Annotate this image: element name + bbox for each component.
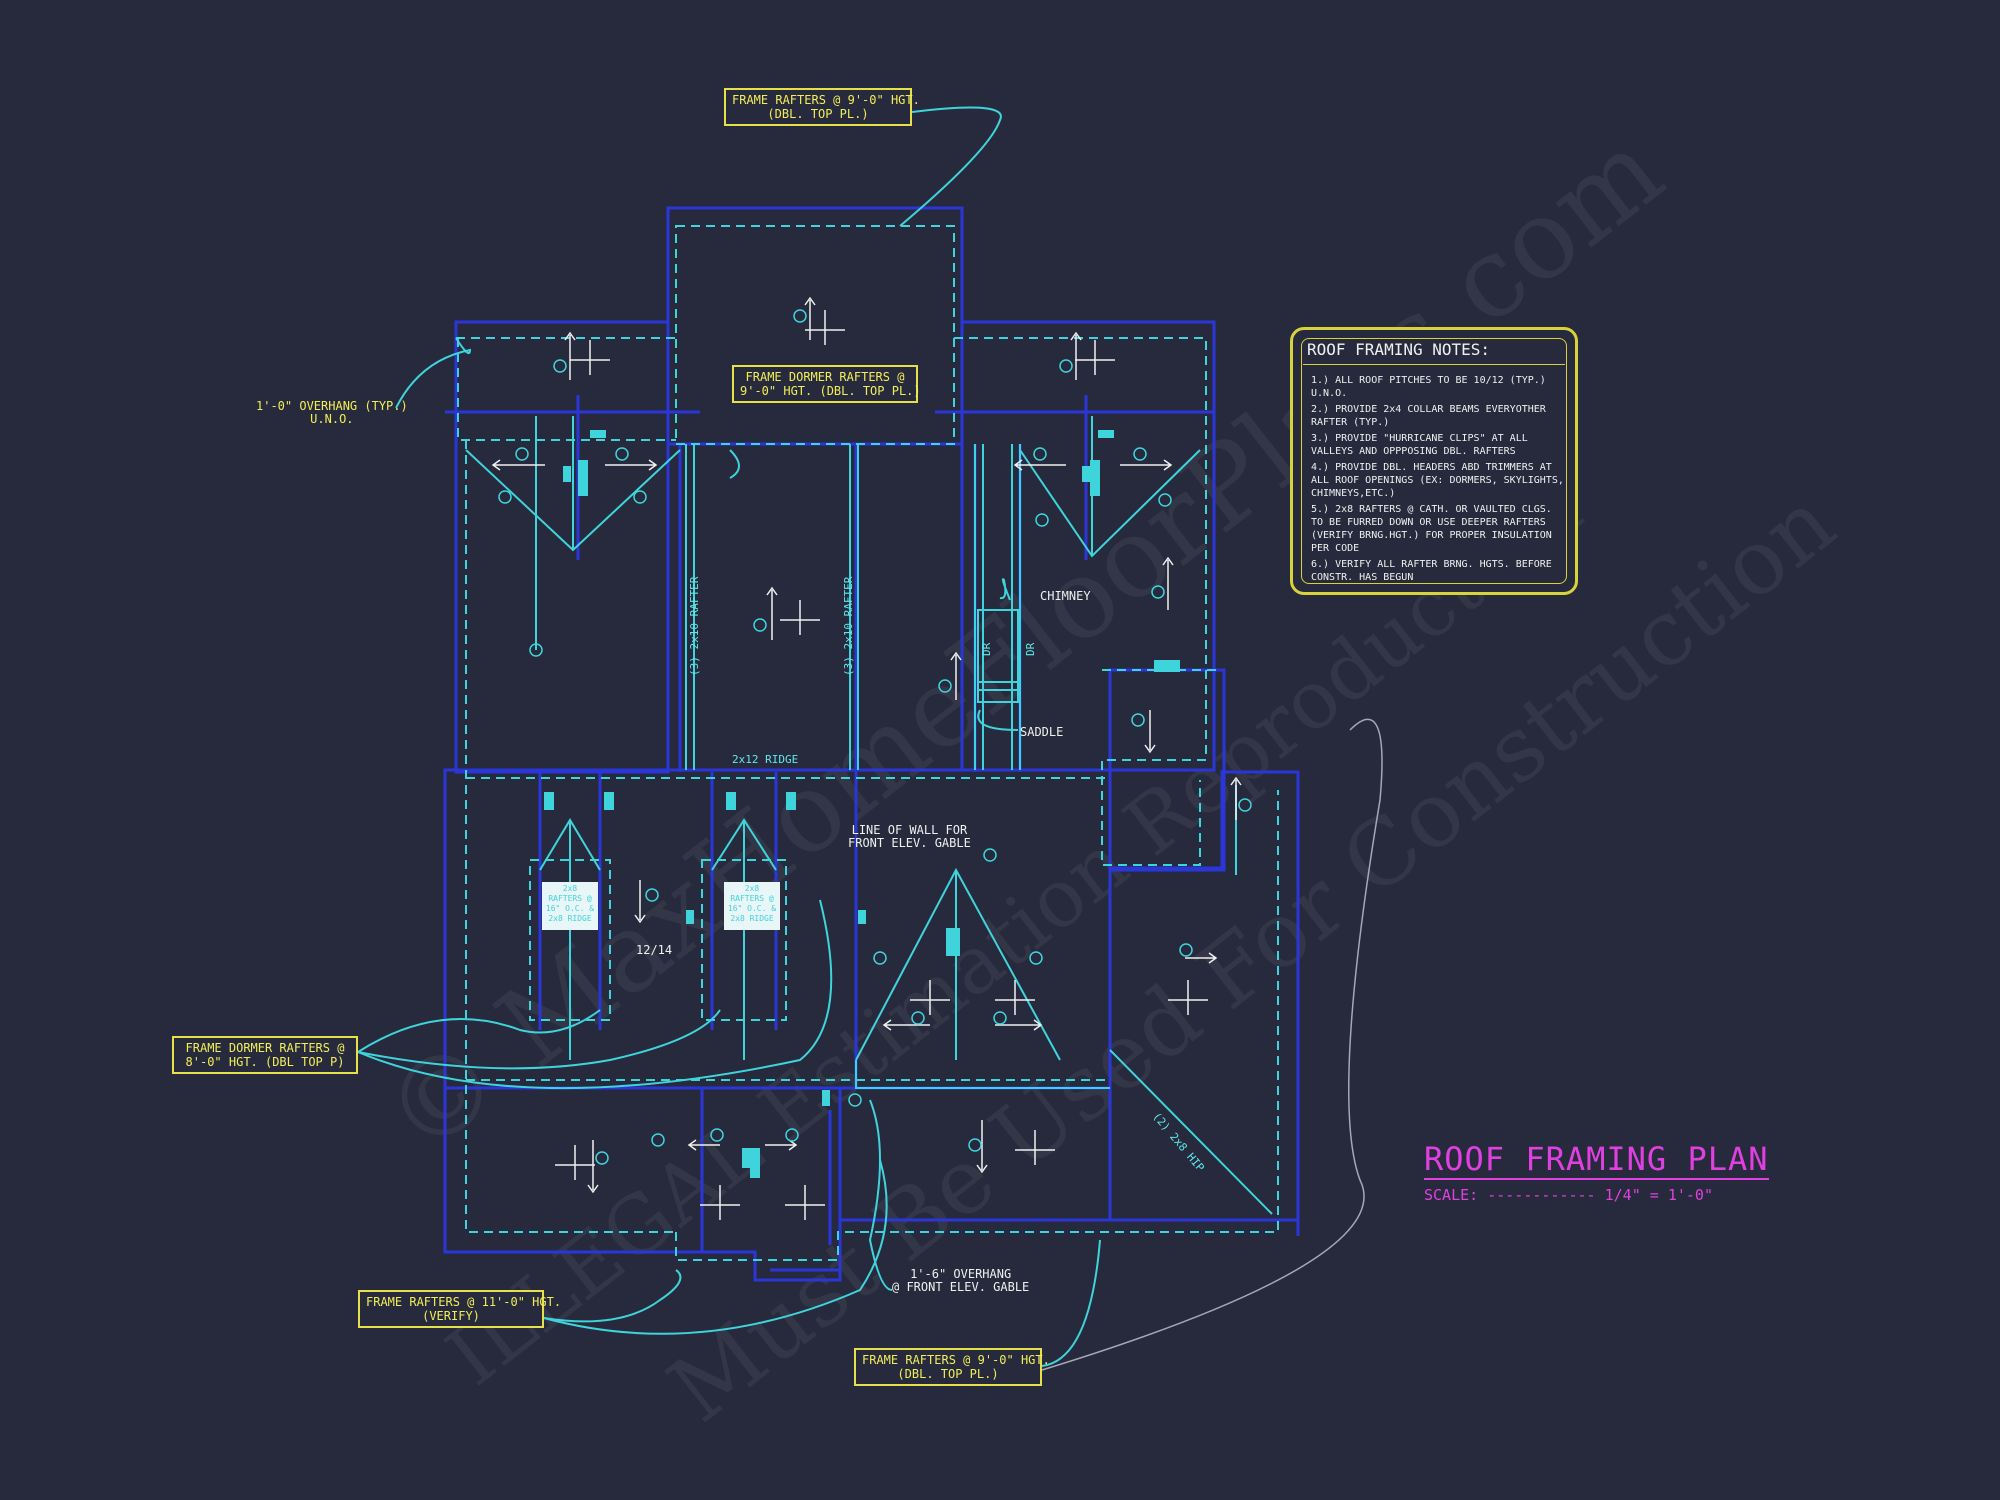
- label-ridge: 2x12 RIDGE: [732, 753, 799, 766]
- notes-frame: [1301, 338, 1567, 584]
- notes-divider: [1303, 364, 1565, 365]
- label-dr-1: DR: [980, 642, 993, 656]
- label-rafter-right: (3) 2x10 RAFTER: [842, 576, 855, 676]
- callout-rafters-11: FRAME RAFTERS @ 11'-0" HGT.(VERIFY): [358, 1290, 561, 1328]
- callout-dormer-rafters-top: FRAME DORMER RAFTERS @9'-0" HGT. (DBL. T…: [732, 365, 921, 403]
- plan-scale: SCALE: ------------ 1/4" = 1'-0": [1424, 1186, 1713, 1204]
- note-item: 1.) ALL ROOF PITCHES TO BE 10/12 (TYP.) …: [1311, 375, 1546, 399]
- callout-dormer-rafters-left: FRAME DORMER RAFTERS @8'-0" HGT. (DBL TO…: [172, 1036, 358, 1074]
- callout-overhang: 1'-0" OVERHANG (TYP.)U.N.O.: [256, 399, 408, 426]
- label-dr-2: DR: [1024, 642, 1037, 656]
- notes-list: 1.) ALL ROOF PITCHES TO BE 10/12 (TYP.) …: [1311, 374, 1565, 587]
- label-chimney: CHIMNEY: [1040, 589, 1091, 603]
- note-item: 3.) PROVIDE "HURRICANE CLIPS" AT ALL VAL…: [1311, 433, 1528, 457]
- note-item: 2.) PROVIDE 2x4 COLLAR BEAMS EVERYOTHER …: [1311, 404, 1546, 428]
- label-front-overhang: 1'-6" OVERHANG@ FRONT ELEV. GABLE: [892, 1267, 1030, 1294]
- plan-title: ROOF FRAMING PLAN: [1424, 1140, 1769, 1180]
- callout-top-rafters: FRAME RAFTERS @ 9'-0" HGT.(DBL. TOP PL.): [724, 88, 920, 126]
- label-saddle: SADDLE: [1020, 725, 1064, 739]
- callout-rafters-bottom: FRAME RAFTERS @ 9'-0" HGT.(DBL. TOP PL.): [854, 1348, 1050, 1386]
- roof-framing-notes: ROOF FRAMING NOTES: 1.) ALL ROOF PITCHES…: [1290, 327, 1578, 595]
- note-item: 4.) PROVIDE DBL. HEADERS ABD TRIMMERS AT…: [1311, 462, 1564, 499]
- note-item: 5.) 2x8 RAFTERS @ CATH. OR VAULTED CLGS.…: [1311, 504, 1552, 554]
- label-pitch-12-14: 12/14: [636, 943, 673, 957]
- note-item: 6.) VERIFY ALL RAFTER BRNG. HGTS. BEFORE…: [1311, 559, 1552, 583]
- notes-title: ROOF FRAMING NOTES:: [1307, 340, 1491, 359]
- roof-linework: [357, 106, 1279, 1367]
- label-rafter-left: (3) 2x10 RAFTER: [688, 576, 701, 676]
